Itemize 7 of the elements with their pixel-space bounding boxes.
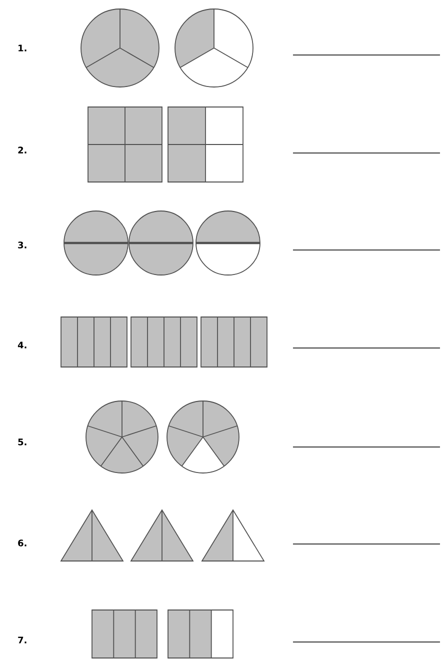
item-number: 5.	[18, 438, 26, 446]
item-number: 4.	[18, 342, 26, 348]
item-number: 7.	[18, 636, 26, 644]
item-number: 2.	[18, 146, 26, 154]
item-number: 6.	[18, 540, 26, 546]
item-number: 3.	[18, 242, 26, 248]
item-number: 1.	[18, 44, 26, 52]
